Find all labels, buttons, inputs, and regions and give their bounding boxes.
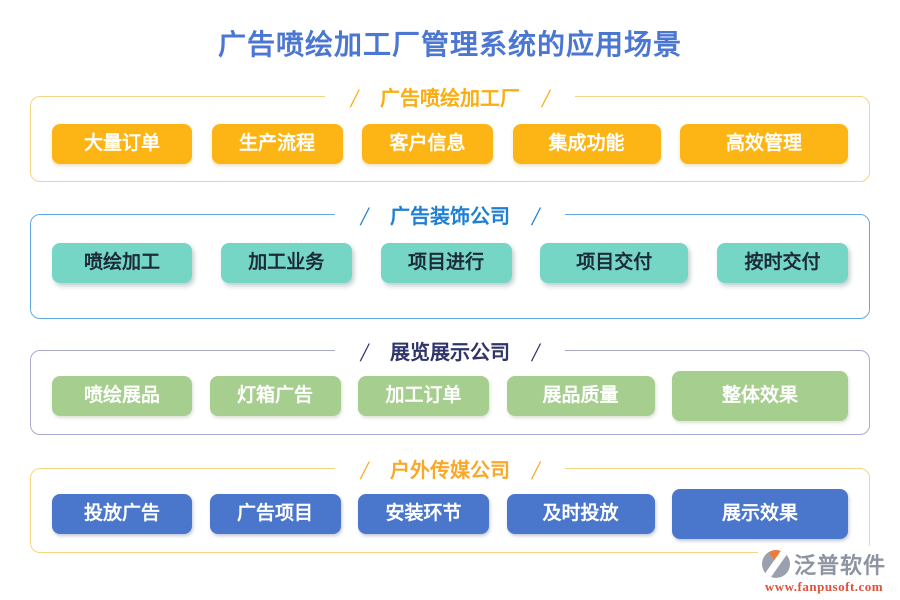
- feature-button[interactable]: 按时交付: [717, 243, 848, 284]
- feature-button[interactable]: 安装环节: [358, 494, 489, 535]
- section-header: / 展览展示公司 /: [31, 336, 869, 369]
- feature-button[interactable]: 展示效果: [672, 489, 848, 540]
- page-title: 广告喷绘加工厂管理系统的应用场景: [217, 30, 682, 61]
- feature-button[interactable]: 加工业务: [220, 243, 352, 284]
- slash-decor-left: /: [360, 456, 368, 486]
- feature-button[interactable]: 及时投放: [506, 494, 655, 535]
- logo-text: 泛普软件: [793, 553, 886, 578]
- fanpu-swoosh-icon: [761, 550, 790, 578]
- slash-decor-left: /: [360, 338, 368, 368]
- slash-decor-left: /: [360, 202, 368, 232]
- section-title: 广告装饰公司: [390, 206, 510, 229]
- section-outdoor-media-company: / 户外传媒公司 / 投放广告 广告项目 安装环节 及时投放 展示效果: [30, 454, 870, 554]
- feature-button[interactable]: 喷绘加工: [52, 243, 192, 284]
- slash-decor-right: /: [532, 338, 540, 368]
- feature-row: 喷绘展品 灯箱广告 加工订单 展品质量 整体效果: [31, 371, 869, 422]
- feature-button[interactable]: 展品质量: [506, 376, 655, 417]
- logo-url[interactable]: www.fanpusoft.com: [764, 579, 884, 594]
- section-header: / 户外传媒公司 /: [31, 454, 869, 487]
- feature-button[interactable]: 客户信息: [362, 124, 493, 165]
- feature-button[interactable]: 加工订单: [358, 376, 489, 417]
- feature-button[interactable]: 集成功能: [512, 124, 661, 165]
- feature-button[interactable]: 喷绘展品: [52, 376, 192, 417]
- section-ad-decoration-company: / 广告装饰公司 / 喷绘加工 加工业务 项目进行 项目交付 按时交付: [30, 200, 870, 320]
- section-title: 展览展示公司: [390, 342, 510, 365]
- section-title: 广告喷绘加工厂: [380, 88, 520, 111]
- slash-decor-left: /: [350, 84, 358, 114]
- feature-button[interactable]: 项目交付: [540, 243, 689, 284]
- feature-button[interactable]: 高效管理: [680, 124, 848, 165]
- feature-button[interactable]: 投放广告: [52, 494, 192, 535]
- slash-decor-right: /: [532, 456, 540, 486]
- feature-button[interactable]: 整体效果: [672, 371, 848, 422]
- feature-row: 投放广告 广告项目 安装环节 及时投放 展示效果: [31, 489, 869, 540]
- feature-row: 喷绘加工 加工业务 项目进行 项目交付 按时交付: [31, 243, 869, 284]
- section-header: / 广告喷绘加工厂 /: [31, 82, 869, 115]
- feature-row: 大量订单 生产流程 客户信息 集成功能 高效管理: [31, 124, 869, 165]
- fanpu-logo[interactable]: 泛普软件 www.fanpusoft.com: [757, 546, 890, 595]
- feature-button[interactable]: 生产流程: [211, 124, 343, 165]
- slash-decor-right: /: [532, 202, 540, 232]
- feature-button[interactable]: 项目进行: [380, 243, 512, 284]
- slash-decor-right: /: [542, 84, 550, 114]
- feature-button[interactable]: 大量订单: [52, 124, 192, 165]
- feature-button[interactable]: 灯箱广告: [209, 376, 341, 417]
- section-title: 户外传媒公司: [390, 460, 510, 483]
- section-header: / 广告装饰公司 /: [31, 200, 869, 233]
- feature-button[interactable]: 广告项目: [209, 494, 341, 535]
- section-exhibition-company: / 展览展示公司 / 喷绘展品 灯箱广告 加工订单 展品质量 整体效果: [30, 336, 870, 436]
- section-print-factory: / 广告喷绘加工厂 / 大量订单 生产流程 客户信息 集成功能 高效管理: [30, 82, 870, 183]
